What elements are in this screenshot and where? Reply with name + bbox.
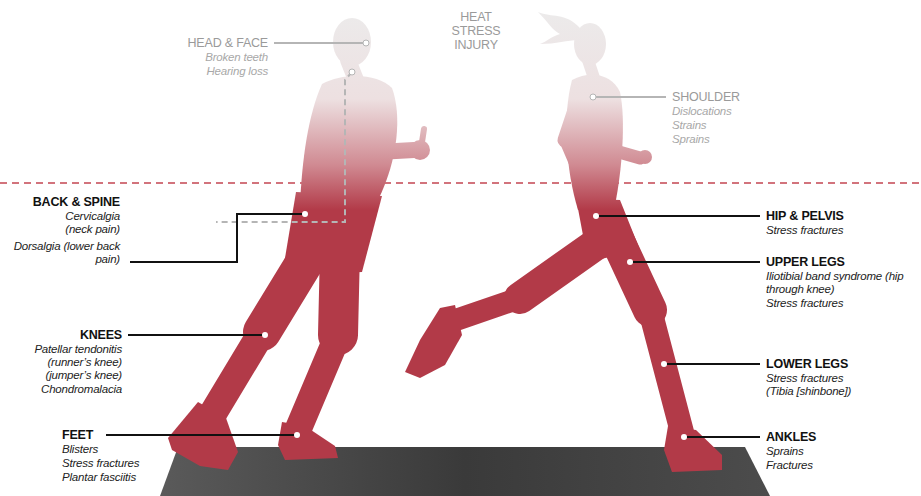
- injury-label: Plantar fasciitis: [62, 471, 157, 484]
- injury-label: Blisters: [62, 443, 157, 456]
- injury-label: Strains: [672, 119, 802, 132]
- injury-label: Sprains: [672, 133, 802, 146]
- label-group: SHOULDERDislocationsStrainsSprains: [672, 90, 802, 146]
- label-group: UPPER LEGSIliotibial band syndrome (hip …: [766, 255, 916, 310]
- region-heading: ANKLES: [766, 430, 916, 444]
- region-heading: SHOULDER: [672, 90, 802, 104]
- label-group: HEAD & FACEBroken teethHearing loss: [138, 36, 268, 78]
- injury-label: Dorsalgia (lower back pain): [4, 240, 120, 266]
- injury-label: Chondromalacia: [4, 383, 122, 396]
- region-heading: FEET: [62, 428, 157, 442]
- region-heading: HEAD & FACE: [138, 36, 268, 50]
- injury-label: Hearing loss: [138, 65, 268, 78]
- injury-label: Stress fractures: [766, 297, 916, 310]
- label-group: BACK & SPINECervicalgia (neck pain) Dorsa…: [4, 195, 120, 266]
- leader-lines-grey: [216, 43, 666, 222]
- region-heading: KNEES: [4, 328, 122, 342]
- label-group: HEAT STRESS INJURY: [440, 10, 512, 52]
- injury-label: Cervicalgia (neck pain): [40, 210, 120, 236]
- injury-label: Iliotibial band syndrome (hip through kn…: [766, 270, 914, 296]
- region-heading: LOWER LEGS: [766, 357, 916, 371]
- injury-label: Broken teeth: [138, 51, 268, 64]
- injury-label: Fractures: [766, 459, 916, 472]
- region-heading: BACK & SPINE: [4, 195, 120, 209]
- label-group: FEETBlistersStress fracturesPlantar fasc…: [62, 428, 157, 484]
- leader-lines: [106, 214, 760, 437]
- injury-label: Stress fractures (Tibia [shinbone]): [766, 372, 870, 398]
- injury-label: Stress fractures: [62, 457, 157, 470]
- female-runner: [405, 12, 722, 472]
- injury-label: Patellar tendonitis (runner’s knee) (jum…: [4, 343, 122, 382]
- injury-label: Stress fractures: [766, 224, 916, 237]
- injury-label: Sprains: [766, 445, 916, 458]
- label-group: KNEESPatellar tendonitis (runner’s knee)…: [4, 328, 122, 396]
- label-group: LOWER LEGSStress fractures (Tibia [shinb…: [766, 357, 916, 398]
- region-heading: HEAT STRESS INJURY: [440, 10, 512, 52]
- injury-label: Dislocations: [672, 105, 802, 118]
- label-group: ANKLESSprainsFractures: [766, 430, 916, 472]
- region-heading: UPPER LEGS: [766, 255, 916, 269]
- male-runner: [168, 18, 430, 470]
- label-group: HIP & PELVISStress fractures: [766, 209, 916, 237]
- region-heading: HIP & PELVIS: [766, 209, 916, 223]
- leader-dots: [262, 211, 687, 440]
- divider-line: [0, 182, 921, 184]
